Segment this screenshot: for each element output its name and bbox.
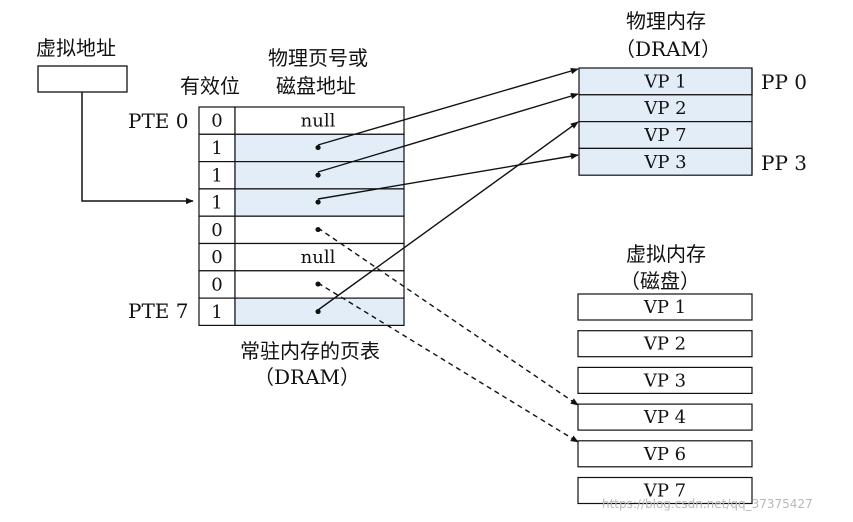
pte-row: 0• xyxy=(198,270,405,299)
watermark: https://blog.csdn.net/qq_37375427 xyxy=(602,497,813,511)
pte-valid-bit: 0 xyxy=(211,111,222,132)
virtual-memory: VP 1 VP 2 VP 3 VP 4 VP 6 VP 7 xyxy=(577,293,753,505)
arrow-pte6-to-disk-vp6 xyxy=(317,282,579,443)
disk-page-label: VP 3 xyxy=(643,370,686,391)
physical-page: VP 7 xyxy=(578,120,753,149)
pte-addr-cell xyxy=(234,106,405,135)
pte-pointer-dot: • xyxy=(313,193,324,214)
disk-page-box xyxy=(577,330,753,358)
pte-first-label: PTE 0 xyxy=(128,109,188,133)
disk-page: VP 2 xyxy=(577,330,753,358)
pte-null-addr: null xyxy=(301,247,336,268)
physical-page-box xyxy=(578,120,753,149)
pte-pointer-dot: • xyxy=(313,274,324,295)
disk-page: VP 1 xyxy=(577,293,753,321)
arrow-pte7-to-vp7 xyxy=(317,121,579,311)
arrow-pte1-to-vp1 xyxy=(317,67,579,146)
disk-page: VP 7 xyxy=(577,476,753,505)
disk-page: VP 6 xyxy=(577,440,753,468)
pte-null-addr: null xyxy=(301,111,336,132)
ppn-label-line2: 磁盘地址 xyxy=(276,74,356,98)
physical-page: VP 1 xyxy=(578,67,753,96)
pte-pointer-dot: • xyxy=(313,138,324,159)
pte-valid-cell xyxy=(198,215,236,245)
pte-valid-bit: 0 xyxy=(211,274,222,295)
pte-valid-cell xyxy=(198,297,236,327)
pte-valid-bit: 1 xyxy=(211,165,222,186)
pte-valid-bit: 1 xyxy=(211,302,222,323)
arrow-pte2-to-vp2 xyxy=(317,93,579,173)
disk-page-label: VP 6 xyxy=(643,444,686,465)
virtual-memory-title-line2: （磁盘） xyxy=(620,269,700,293)
pte-addr-cell xyxy=(234,188,405,217)
disk-page-box xyxy=(577,476,753,505)
ppn-label-line1: 物理页号或 xyxy=(268,46,368,70)
pte-row: 1• xyxy=(198,188,405,217)
pte-addr-cell xyxy=(234,242,405,272)
pte-addr-cell xyxy=(234,161,405,190)
virtual-address-label: 虚拟地址 xyxy=(36,36,116,60)
pte-row: 0 null xyxy=(198,242,405,272)
virtual-address-arrow xyxy=(81,92,194,205)
pte-row: 1• xyxy=(198,161,405,190)
physical-page: VP 2 xyxy=(578,94,753,123)
physical-page-box xyxy=(578,94,753,123)
pp-last-label: PP 3 xyxy=(761,151,807,175)
disk-page-box xyxy=(577,403,753,431)
disk-page-label: VP 1 xyxy=(643,297,686,318)
disk-page-label: VP 7 xyxy=(643,481,686,502)
virtual-address-box xyxy=(37,65,128,93)
pte-valid-bit: 1 xyxy=(211,138,222,159)
physical-memory-title-line1: 物理内存 xyxy=(626,9,706,33)
physical-page-label: VP 2 xyxy=(643,98,686,119)
pte-addr-cell xyxy=(234,297,405,327)
disk-page-label: VP 2 xyxy=(643,334,686,355)
pte-last-label: PTE 7 xyxy=(128,299,188,323)
disk-page-label: VP 4 xyxy=(643,407,686,428)
pte-row: 1• xyxy=(198,133,405,163)
disk-page: VP 3 xyxy=(577,366,753,394)
page-table-caption-line2: （DRAM） xyxy=(254,365,360,389)
mapping-arrows xyxy=(317,67,579,443)
disk-page-box xyxy=(577,440,753,468)
arrow-pte3-to-vp3 xyxy=(317,153,579,200)
pte-valid-cell xyxy=(198,242,236,272)
page-table-caption-line1: 常驻内存的页表 xyxy=(240,339,380,363)
pte-pointer-dot: • xyxy=(313,220,324,241)
pte-pointer-dot: • xyxy=(313,165,324,186)
pte-row: 0• xyxy=(198,215,405,245)
valid-bit-label: 有效位 xyxy=(180,74,240,98)
physical-page-label: VP 3 xyxy=(643,152,686,173)
disk-page-box xyxy=(577,293,753,321)
physical-page: VP 3 xyxy=(578,147,753,176)
physical-memory-title-line2: （DRAM） xyxy=(615,37,721,61)
virtual-memory-title-line1: 虚拟内存 xyxy=(626,242,706,266)
pp-first-label: PP 0 xyxy=(761,70,807,94)
disk-page-box xyxy=(577,366,753,394)
arrow-pte4-to-disk-vp4 xyxy=(317,227,579,406)
pte-pointer-dot: • xyxy=(313,302,324,323)
pte-valid-bit: 1 xyxy=(211,193,222,214)
pte-row: 0 null xyxy=(198,106,405,135)
physical-memory: VP 1 VP 2 VP 7 VP 3 xyxy=(578,67,753,176)
pte-valid-bit: 0 xyxy=(211,220,222,241)
disk-page: VP 4 xyxy=(577,403,753,431)
physical-page-label: VP 1 xyxy=(643,71,686,92)
physical-page-label: VP 7 xyxy=(643,125,686,146)
pte-row: 1• xyxy=(198,297,405,327)
pte-valid-bit: 0 xyxy=(211,247,222,268)
